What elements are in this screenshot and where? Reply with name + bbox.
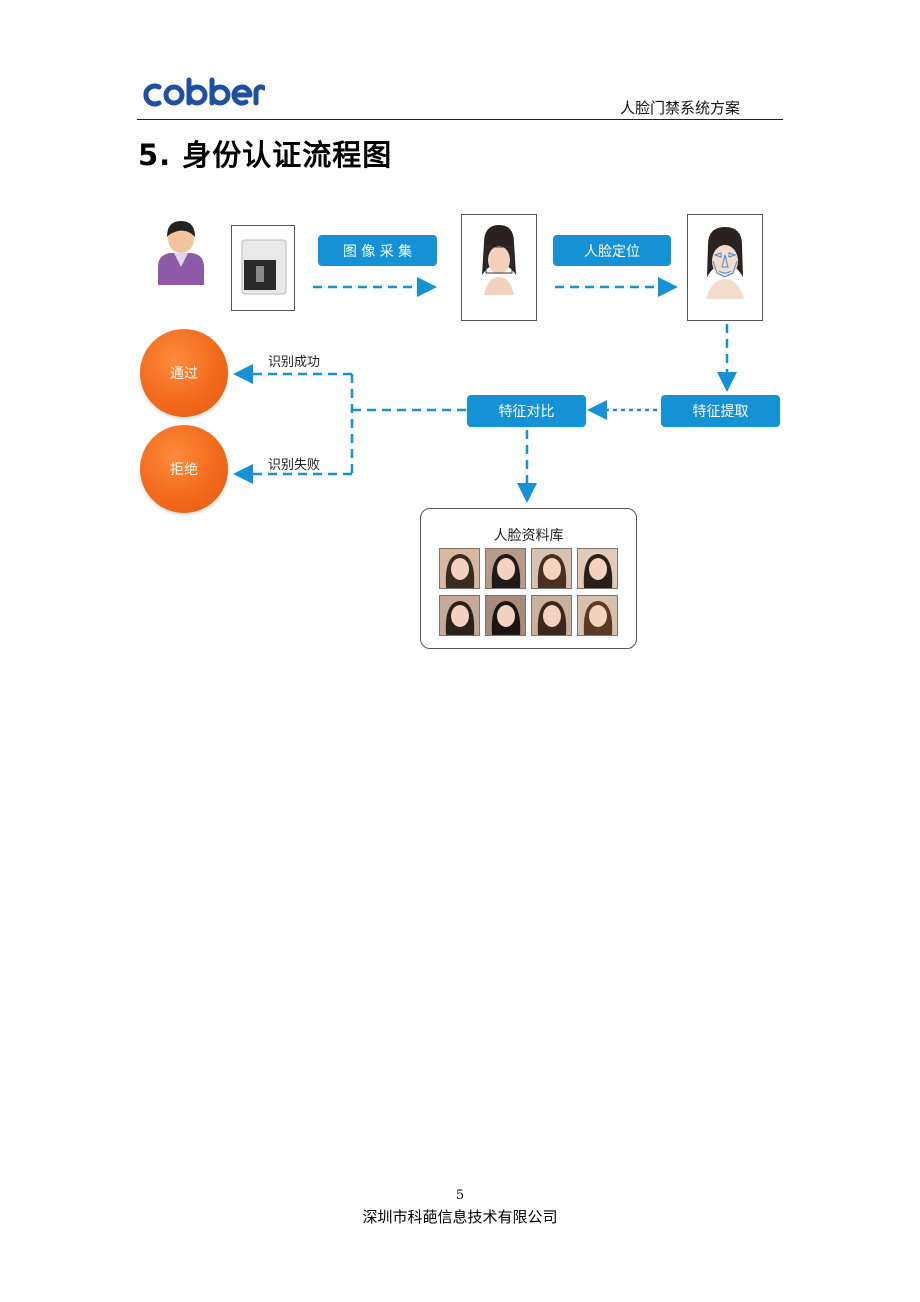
- flow-connectors: [233, 277, 737, 503]
- camera-device-icon: [241, 239, 287, 295]
- located-face-frame: [687, 214, 763, 321]
- company-name: 深圳市科葩信息技术有限公司: [362, 1208, 558, 1226]
- document-title: 人脸门禁系统方案: [620, 99, 741, 117]
- step-feature-extract: 特征提取: [661, 395, 780, 427]
- header-divider: [137, 119, 783, 120]
- result-pass-circle: 通过: [140, 329, 228, 417]
- face-thumbnail: [485, 548, 526, 589]
- face-thumbnail: [577, 548, 618, 589]
- company-logo: [143, 77, 265, 107]
- face-photo-icon: [482, 225, 516, 295]
- step-image-capture: 图 像 采 集: [318, 235, 437, 266]
- face-thumbnail: [531, 548, 572, 589]
- page-number: 5: [455, 1188, 465, 1203]
- step-feature-compare: 特征对比: [467, 395, 586, 427]
- face-thumbnail: [531, 595, 572, 636]
- face-thumbnail: [439, 548, 480, 589]
- face-thumbnail: [439, 595, 480, 636]
- capture-device-frame: [231, 225, 295, 311]
- face-thumbnail: [485, 595, 526, 636]
- person-icon: [158, 221, 204, 285]
- label-recognition-success: 识别成功: [268, 355, 321, 370]
- face-database-title: 人脸资料库: [493, 528, 564, 544]
- face-thumbnail: [577, 595, 618, 636]
- label-recognition-fail: 识别失败: [268, 458, 321, 473]
- captured-face-frame: [461, 214, 537, 321]
- result-reject-circle: 拒绝: [140, 425, 228, 513]
- step-face-locate: 人脸定位: [553, 235, 671, 266]
- face-landmarks-icon: [706, 227, 744, 299]
- section-heading: 5. 身份认证流程图: [138, 138, 393, 172]
